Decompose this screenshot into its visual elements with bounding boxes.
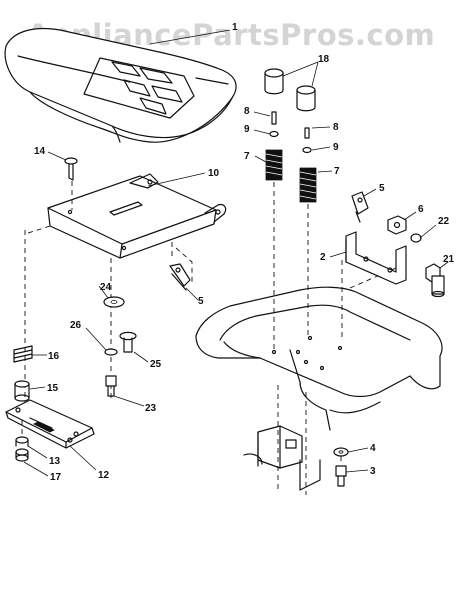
leader-lines [23,29,449,477]
nut-6 [387,215,407,235]
switch-21 [425,263,445,298]
washer-26 [104,348,118,356]
callout-1: 1 [232,22,238,33]
callout-25: 25 [150,359,162,370]
callout-7-left: 7 [244,151,250,162]
callout-8-right: 8 [333,122,339,133]
callout-8-left: 8 [244,106,250,117]
spacer-18-left [264,68,284,95]
callout-14: 14 [34,146,46,157]
callout-2: 2 [320,252,326,263]
stud-25 [119,331,137,353]
callout-18: 18 [318,54,330,65]
callout-9-right: 9 [333,142,339,153]
pin-8-left [271,111,277,125]
clip-5-left [169,263,191,291]
nut-13 [15,436,29,447]
bracket-2 [345,231,407,285]
fender-frame [195,286,443,491]
callout-6: 6 [418,204,424,215]
callout-15: 15 [47,383,59,394]
callout-9-left: 9 [244,124,250,135]
clip-5-right [351,191,369,223]
callout-13: 13 [49,456,61,467]
callout-3: 3 [370,466,376,477]
callout-5-right: 5 [379,183,385,194]
callout-26: 26 [70,320,82,331]
callout-4: 4 [370,443,376,454]
callout-12: 12 [98,470,110,481]
callout-10: 10 [208,168,220,179]
nut-17 [15,448,29,462]
callout-21: 21 [443,254,455,265]
spring-7-right [299,167,317,203]
callout-7-right: 7 [334,166,340,177]
ring-9-left [269,130,279,138]
seat-pan-part [47,173,227,259]
callout-24: 24 [100,282,112,293]
spacer-15 [14,380,30,402]
bolt-3 [335,465,347,487]
callout-5-left: 5 [198,296,204,307]
washer-24 [103,296,125,308]
washer-4 [333,447,349,457]
seat-part [4,27,237,143]
callout-22: 22 [438,216,450,227]
pin-8-right [304,127,310,139]
callout-17: 17 [50,472,62,483]
bolt-14 [64,157,78,181]
washer-22 [410,233,422,243]
bolt-23 [105,375,117,397]
callout-16: 16 [48,351,60,362]
slide-plate-12 [5,399,95,449]
callout-23: 23 [145,403,157,414]
spacer-18-right [296,85,316,112]
spring-7-left [265,149,283,181]
spring-16 [13,345,33,363]
ring-9-right [302,146,312,154]
